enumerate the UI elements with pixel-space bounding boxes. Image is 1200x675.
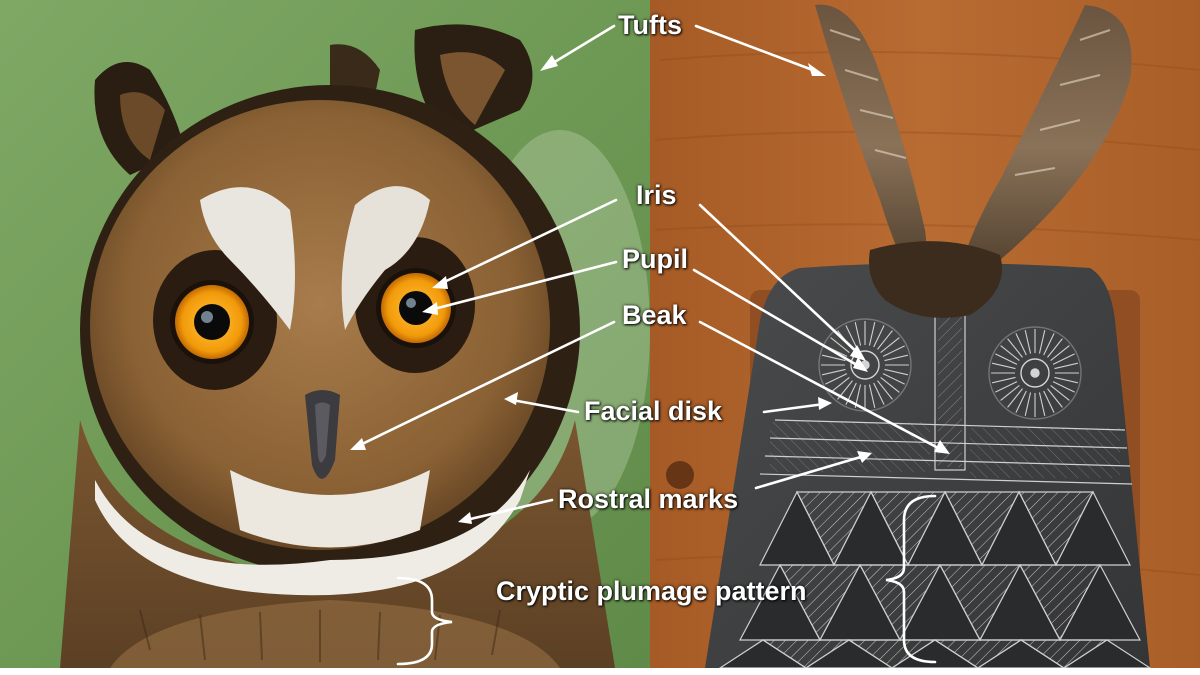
slate-plaque-panel — [650, 0, 1200, 669]
label-iris: Iris — [636, 180, 677, 210]
label-facial-disk: Facial disk — [584, 396, 723, 426]
feather-tufts — [815, 4, 1132, 318]
label-rostral-marks: Rostral marks — [558, 484, 739, 514]
owl-photo-panel — [0, 0, 650, 668]
label-tufts: Tufts — [618, 10, 682, 40]
label-pupil: Pupil — [622, 244, 688, 274]
plumage-braces — [396, 494, 937, 666]
owl-left-eye — [170, 280, 254, 364]
annotation-arrowheads — [350, 55, 950, 524]
annotation-arrows — [356, 24, 944, 522]
slate-right-eye — [988, 326, 1082, 420]
label-beak: Beak — [622, 300, 687, 330]
label-cryptic-plumage-pattern: Cryptic plumage pattern — [496, 576, 807, 606]
